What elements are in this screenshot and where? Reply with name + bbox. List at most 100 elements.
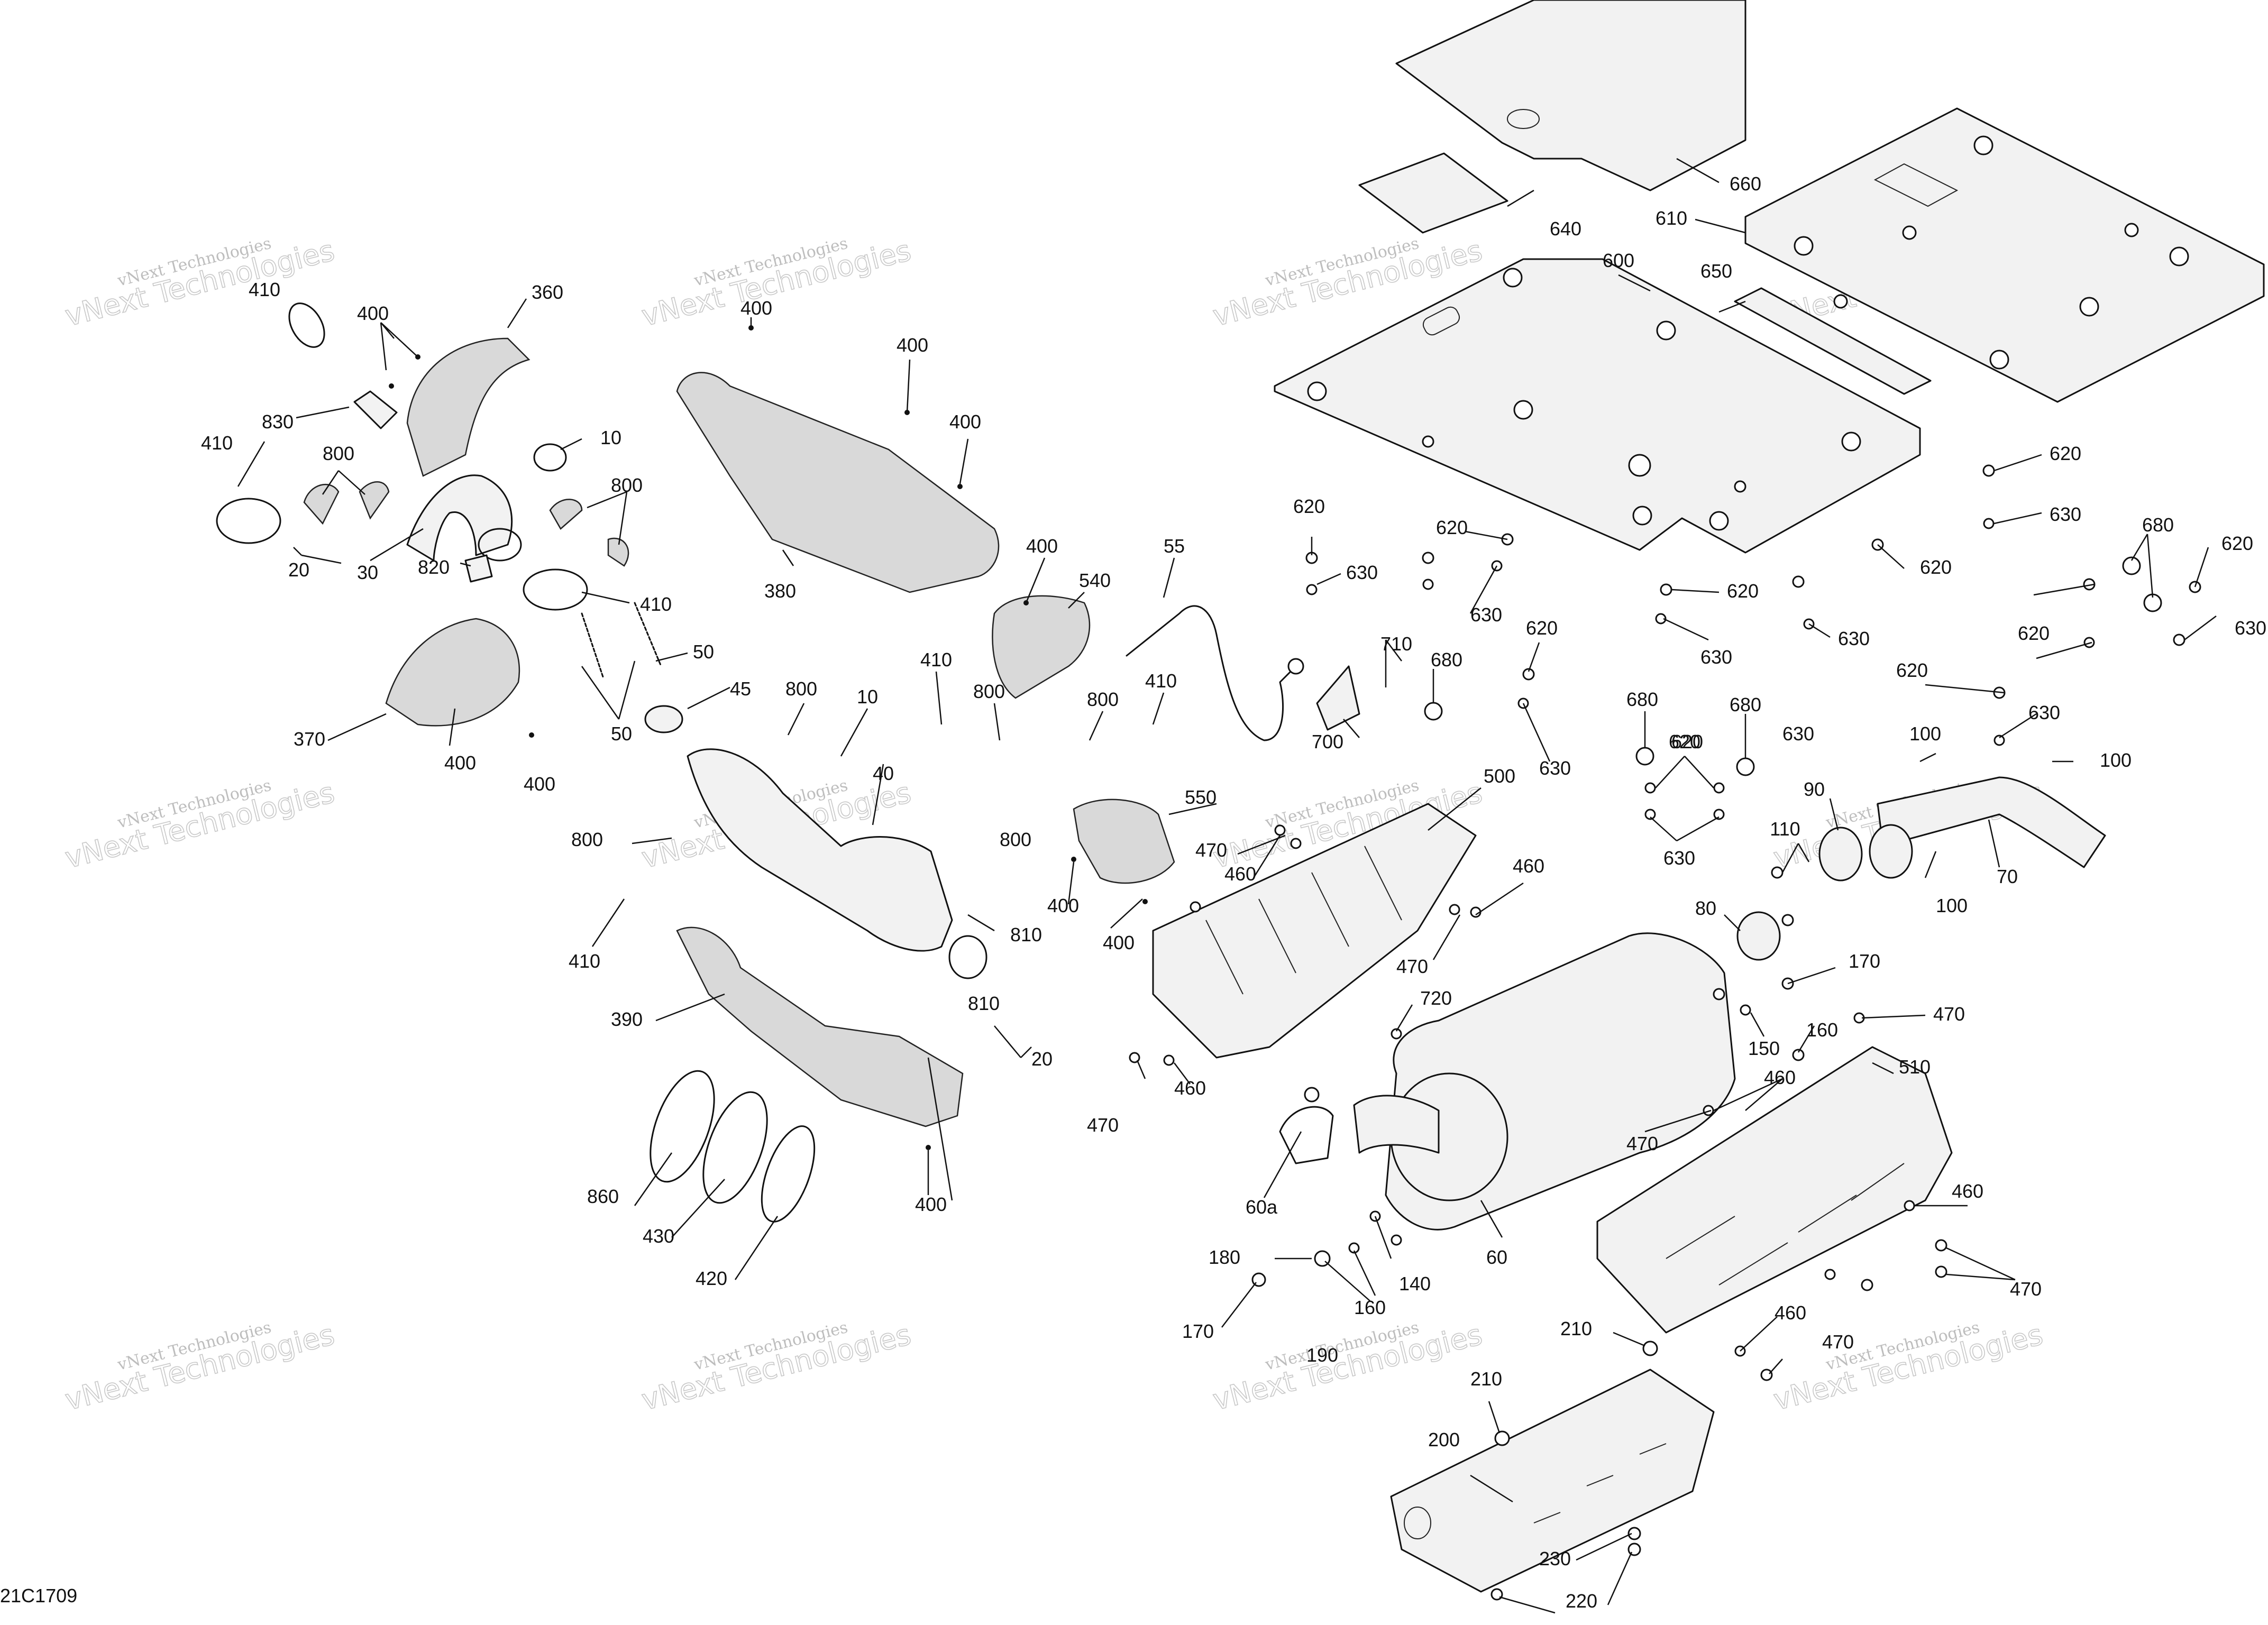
callout-800: 800 bbox=[1000, 829, 1031, 850]
callout-630: 630 bbox=[2050, 503, 2081, 525]
callout-630: 630 bbox=[1700, 646, 1732, 668]
callout-510: 510 bbox=[1899, 1056, 1931, 1078]
heat-shield-500-ribs bbox=[1205, 846, 1402, 995]
callout-620: 620 bbox=[1293, 495, 1325, 517]
callout-630: 630 bbox=[1346, 562, 1378, 583]
callout-150: 150 bbox=[1748, 1038, 1780, 1059]
callout-630: 630 bbox=[1663, 847, 1695, 869]
callout-180: 180 bbox=[1209, 1246, 1240, 1268]
bracket-200 bbox=[1390, 1369, 1715, 1593]
callout-470: 470 bbox=[1933, 1003, 1965, 1025]
callout-170: 170 bbox=[1849, 950, 1880, 972]
callout-800: 800 bbox=[611, 474, 643, 496]
skid-plate-610 bbox=[1744, 107, 2265, 403]
sensor-55-connector bbox=[1287, 658, 1304, 675]
callout-630: 630 bbox=[2028, 702, 2060, 723]
callout-700: 700 bbox=[1312, 731, 1343, 752]
muffler-60 bbox=[1385, 932, 1736, 1231]
callout-650: 650 bbox=[1700, 260, 1732, 282]
callout-100: 100 bbox=[2100, 749, 2132, 771]
callout-190: 190 bbox=[1306, 1344, 1338, 1366]
watermark-text-large: vNext Technologies bbox=[1770, 1318, 2046, 1417]
heat-shield-510-slots bbox=[1666, 1163, 1905, 1286]
callout-830: 830 bbox=[262, 411, 294, 433]
watermark-text-large: vNext Technologies bbox=[62, 1318, 338, 1417]
callout-620: 620 bbox=[1671, 731, 1703, 752]
part-830 bbox=[353, 390, 398, 429]
callout-100: 100 bbox=[1936, 895, 1968, 916]
coupler-550 bbox=[1073, 798, 1175, 884]
callout-720: 720 bbox=[1420, 987, 1452, 1009]
callout-470: 470 bbox=[1822, 1331, 1854, 1353]
skid-plate-610-window bbox=[1873, 163, 1959, 207]
skid-plate-610-grommets bbox=[1794, 135, 2189, 370]
callout-400: 400 bbox=[897, 334, 928, 356]
callout-620: 620 bbox=[1920, 556, 1952, 578]
watermark-text-large: vNext Technologies bbox=[62, 234, 338, 333]
clamp-410-a bbox=[288, 302, 325, 348]
bracket-700 bbox=[1316, 665, 1360, 731]
callout-620: 620 bbox=[1526, 617, 1558, 639]
callout-400: 400 bbox=[524, 773, 555, 795]
callout-800: 800 bbox=[1087, 688, 1119, 710]
callout-380: 380 bbox=[764, 580, 796, 602]
callout-420: 420 bbox=[696, 1268, 727, 1289]
callout-160: 160 bbox=[1354, 1297, 1386, 1318]
callout-620: 620 bbox=[2221, 533, 2253, 554]
callout-220: 220 bbox=[1566, 1590, 1597, 1612]
callout-460: 460 bbox=[1952, 1180, 1983, 1202]
callout-470: 470 bbox=[1195, 839, 1227, 861]
callout-20: 20 bbox=[288, 559, 309, 581]
watermark-11: vNext Technologies vNext Technologies bbox=[1209, 1317, 1486, 1417]
callout-800: 800 bbox=[571, 829, 603, 850]
callout-labels: 410 400 360 830 10 410 800 800 20 30 820… bbox=[201, 173, 2266, 1612]
clamp-410-b bbox=[216, 498, 281, 544]
callout-10: 10 bbox=[600, 427, 621, 448]
parts-layer bbox=[216, 0, 2265, 1601]
pipe-390 bbox=[676, 926, 964, 1127]
watermark-1: vNext Technologies vNext Technologies bbox=[61, 233, 338, 333]
pipe-30-flange bbox=[478, 528, 522, 562]
flange-tailpipe bbox=[1869, 824, 1913, 879]
callout-400: 400 bbox=[1026, 535, 1058, 557]
callout-210: 210 bbox=[1470, 1368, 1502, 1390]
watermark-text-large: vNext Technologies bbox=[62, 776, 338, 875]
callout-400: 400 bbox=[949, 411, 981, 433]
callout-500: 500 bbox=[1484, 765, 1515, 787]
callout-70: 70 bbox=[1997, 866, 2018, 887]
callout-600: 600 bbox=[1603, 250, 1634, 271]
callout-470: 470 bbox=[1626, 1133, 1658, 1154]
callout-620: 620 bbox=[1896, 659, 1928, 681]
callout-400: 400 bbox=[357, 302, 389, 324]
heat-shield-370 bbox=[385, 618, 520, 727]
strip-650 bbox=[1734, 287, 1932, 395]
callout-410: 410 bbox=[1145, 670, 1177, 692]
callout-620: 620 bbox=[1727, 580, 1759, 602]
callout-80: 80 bbox=[1695, 897, 1716, 919]
callout-410: 410 bbox=[640, 593, 672, 615]
tube-80 bbox=[1736, 911, 1781, 961]
pipe-30 bbox=[406, 474, 513, 562]
callout-430: 430 bbox=[643, 1225, 674, 1247]
callout-370: 370 bbox=[294, 728, 325, 750]
clamp-860 bbox=[650, 1070, 715, 1183]
bracket-800-a bbox=[303, 483, 340, 525]
callout-400: 400 bbox=[1047, 895, 1079, 916]
callout-210: 210 bbox=[1560, 1318, 1592, 1339]
callout-630: 630 bbox=[1782, 723, 1814, 745]
watermark-5: vNext Technologies vNext Technologies bbox=[61, 775, 338, 875]
clamp-410-c bbox=[523, 568, 588, 611]
callout-680: 680 bbox=[2142, 514, 2174, 536]
callout-40: 40 bbox=[873, 763, 894, 784]
bracket-200-hole bbox=[1404, 1507, 1431, 1539]
callout-410: 410 bbox=[569, 950, 600, 972]
watermark-2: vNext Technologies vNext Technologies bbox=[638, 233, 914, 333]
callout-550: 550 bbox=[1185, 786, 1217, 808]
callout-470: 470 bbox=[2010, 1278, 2042, 1300]
callout-200: 200 bbox=[1428, 1429, 1460, 1450]
panel-660 bbox=[1395, 0, 1746, 191]
callout-460: 460 bbox=[1775, 1302, 1806, 1324]
spring-50-b bbox=[634, 602, 662, 667]
catalytic-converter-40-outlet bbox=[948, 935, 987, 979]
heat-shield-540 bbox=[992, 595, 1091, 699]
